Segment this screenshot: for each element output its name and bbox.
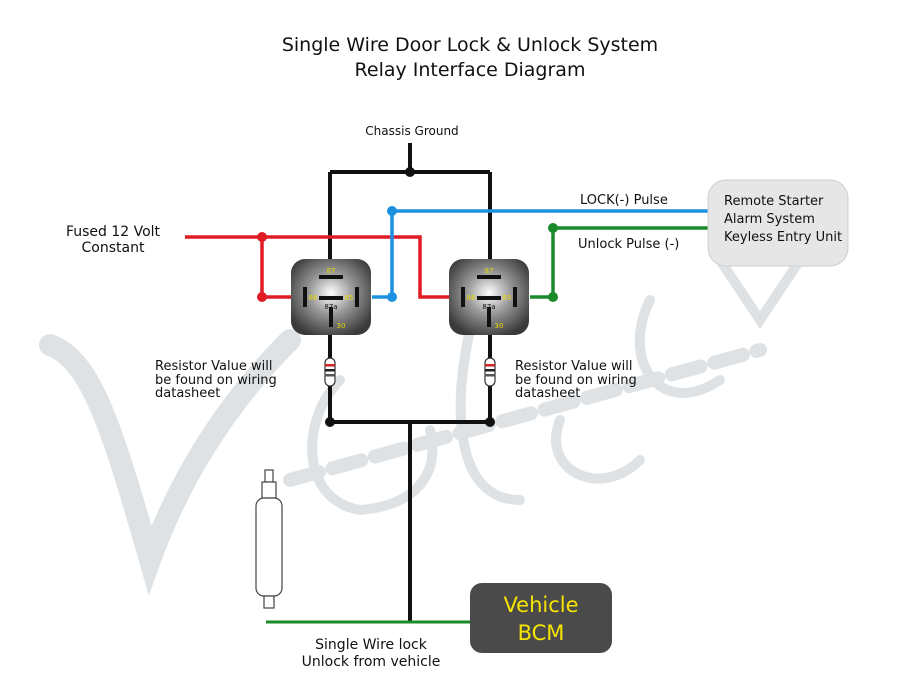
svg-text:Resistor Value will: Resistor Value will	[155, 359, 272, 374]
relay-pin-label: 30	[337, 322, 346, 330]
unlock-pulse-label: Unlock Pulse (-)	[578, 237, 679, 252]
svg-text:be found on wiring: be found on wiring	[155, 373, 277, 388]
title-line-1: Single Wire Door Lock & Unlock System	[282, 34, 658, 56]
lock-pulse-label: LOCK(-) Pulse	[580, 193, 668, 208]
relay-terminal	[513, 287, 517, 307]
junction-dot	[405, 167, 415, 177]
relay-terminal	[329, 307, 333, 327]
resistor-note-1: Resistor Value will be found on wiring d…	[155, 359, 277, 401]
svg-text:Remote Starter: Remote Starter	[724, 194, 824, 209]
relay-terminal	[355, 287, 359, 307]
chassis-ground-label: Chassis Ground	[365, 124, 458, 138]
svg-text:BCM: BCM	[518, 621, 565, 645]
resistor-1	[324, 357, 336, 387]
junction-dot	[325, 417, 335, 427]
relay-terminal	[319, 296, 343, 300]
relay-terminal	[477, 275, 501, 279]
fused-12v-label: Fused 12 Volt	[66, 224, 161, 240]
relay-pin-label: 87	[327, 267, 336, 275]
resistor-note-2: Resistor Value will be found on wiring d…	[515, 359, 637, 401]
resistor-2	[484, 357, 496, 387]
junction-dot	[257, 232, 267, 242]
relay-2: 87 86 85 87a 30	[449, 259, 529, 335]
junction-dot	[548, 223, 558, 233]
relay-pin-label: 87a	[324, 303, 337, 311]
relay-terminal	[319, 275, 343, 279]
fused-12v-label: Constant	[82, 240, 145, 256]
vehicle-bcm: Vehicle BCM	[470, 583, 612, 653]
single-wire-label: Single Wire lock	[315, 637, 428, 653]
relay-pin-label: 86	[309, 294, 318, 302]
svg-text:Vehicle: Vehicle	[503, 593, 578, 617]
lock-wire	[372, 209, 710, 299]
watermark-logo	[39, 255, 805, 596]
door-lock-actuator	[255, 469, 283, 609]
relay-terminal	[477, 296, 501, 300]
relay-pin-label: 87	[485, 267, 494, 275]
unlock-wire	[530, 226, 710, 299]
junction-dot	[387, 206, 397, 216]
relay-pin-label: 87a	[482, 303, 495, 311]
svg-text:datasheet: datasheet	[515, 386, 580, 401]
junction-dot	[548, 292, 558, 302]
relay-pin-label: 86	[467, 294, 476, 302]
junction-dot	[257, 292, 267, 302]
svg-text:Alarm System: Alarm System	[724, 212, 815, 227]
svg-text:Resistor Value will: Resistor Value will	[515, 359, 632, 374]
relay-terminal	[487, 307, 491, 327]
single-wire-label: Unlock from vehicle	[302, 654, 441, 670]
relay-pin-label: 85	[345, 294, 354, 302]
svg-text:datasheet: datasheet	[155, 386, 220, 401]
relay-1: 87 86 85 87a 30	[291, 259, 371, 335]
relay-pin-label: 30	[495, 322, 504, 330]
junction-dot	[485, 417, 495, 427]
junction-dot	[387, 292, 397, 302]
svg-text:Keyless Entry Unit: Keyless Entry Unit	[724, 230, 842, 245]
svg-text:be found on wiring: be found on wiring	[515, 373, 637, 388]
remote-starter-unit: Remote Starter Alarm System Keyless Entr…	[707, 179, 849, 267]
title-line-2: Relay Interface Diagram	[355, 59, 586, 81]
relay-terminal	[303, 287, 307, 307]
relay-pin-label: 85	[503, 294, 512, 302]
relay-terminal	[461, 287, 465, 307]
